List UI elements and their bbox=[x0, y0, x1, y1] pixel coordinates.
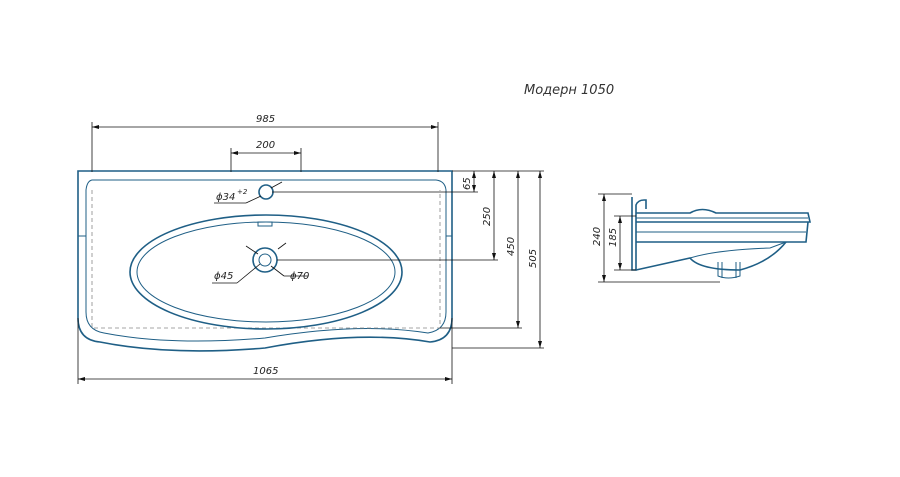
top-view bbox=[77, 170, 453, 352]
side-top-surface bbox=[636, 208, 811, 223]
dim-label-240: 240 bbox=[592, 227, 603, 246]
dim-label-200: 200 bbox=[256, 140, 275, 151]
dim-label-drain-outer: ϕ70 bbox=[290, 271, 309, 282]
basin-inner-rim bbox=[85, 179, 447, 342]
dim-label-tap-hole: ϕ34 bbox=[216, 192, 235, 203]
side-front-face bbox=[636, 221, 809, 243]
drain-inner bbox=[258, 253, 272, 267]
dim-label-450: 450 bbox=[506, 237, 517, 256]
overflow-slot bbox=[257, 221, 273, 227]
bowl-outer bbox=[129, 214, 403, 330]
dim-label-drain-inner: ϕ45 bbox=[214, 271, 233, 282]
drain-outer bbox=[252, 247, 278, 273]
side-bowl-inner bbox=[689, 241, 787, 259]
side-bowl-bottom bbox=[635, 241, 787, 271]
side-back-wall bbox=[631, 197, 647, 271]
dim-label-185: 185 bbox=[608, 228, 619, 247]
model-title: Модерн 1050 bbox=[524, 83, 614, 98]
side-drain bbox=[717, 262, 741, 279]
dim-label-505: 505 bbox=[528, 249, 539, 268]
hidden-edge-line bbox=[91, 190, 441, 329]
tap-hole bbox=[258, 184, 274, 200]
top-dimensions: 985 200 ϕ34 +2 ϕ45 ϕ70 65 bbox=[77, 114, 544, 384]
dim-label-65: 65 bbox=[462, 177, 473, 190]
dim-label-985: 985 bbox=[256, 114, 275, 125]
basin-outer-outline bbox=[77, 170, 453, 352]
dim-label-tap-tol: +2 bbox=[237, 188, 248, 196]
dim-label-1065: 1065 bbox=[253, 366, 278, 377]
dim-label-250: 250 bbox=[482, 207, 493, 226]
side-view: 240 185 bbox=[592, 193, 811, 283]
